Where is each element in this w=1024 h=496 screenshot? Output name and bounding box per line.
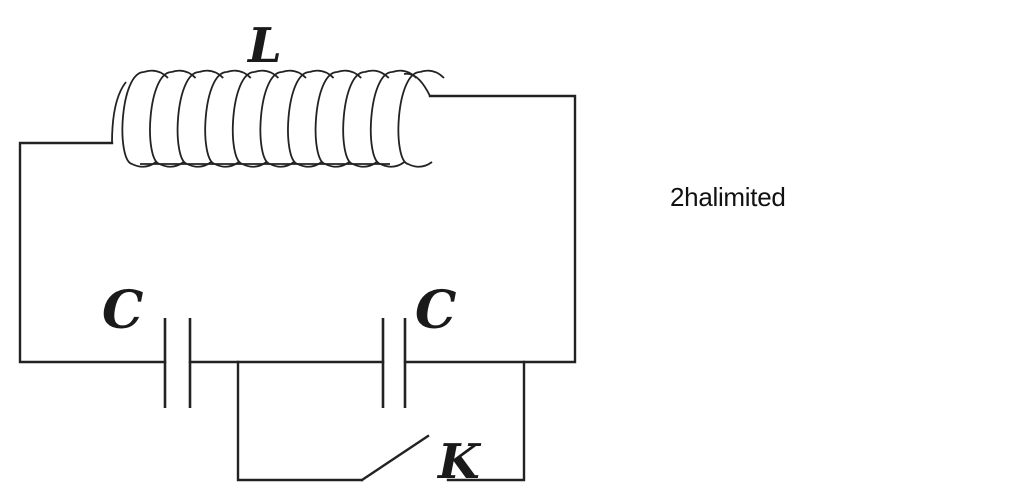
capacitor-right-label: C [415,280,456,341]
wire-right-top [403,94,577,364]
inductor-lead [111,81,127,144]
inductor-turn [149,69,197,168]
inductor-turn [342,69,390,168]
switch-blade [360,434,430,482]
inductor-coil [111,69,445,168]
side-text: 2halimited [670,182,786,212]
capacitor-left-label: C [102,280,143,341]
inductor-turn [369,69,418,168]
inductor-turn [259,69,307,168]
wire-left-top [18,141,167,364]
inductor-turn [121,69,169,168]
inductor-turn [287,69,335,168]
inductor-turn [231,69,280,168]
inductor-turn [204,69,252,168]
wire-switch-left [236,360,364,482]
inductor-turn [176,69,224,168]
wire-switch-right [446,360,526,482]
inductor-turn [314,69,362,168]
inductor-turn [397,69,445,168]
switch-label: K [436,434,482,490]
inductor-label: L [246,18,282,74]
inductor-tail [403,72,431,97]
